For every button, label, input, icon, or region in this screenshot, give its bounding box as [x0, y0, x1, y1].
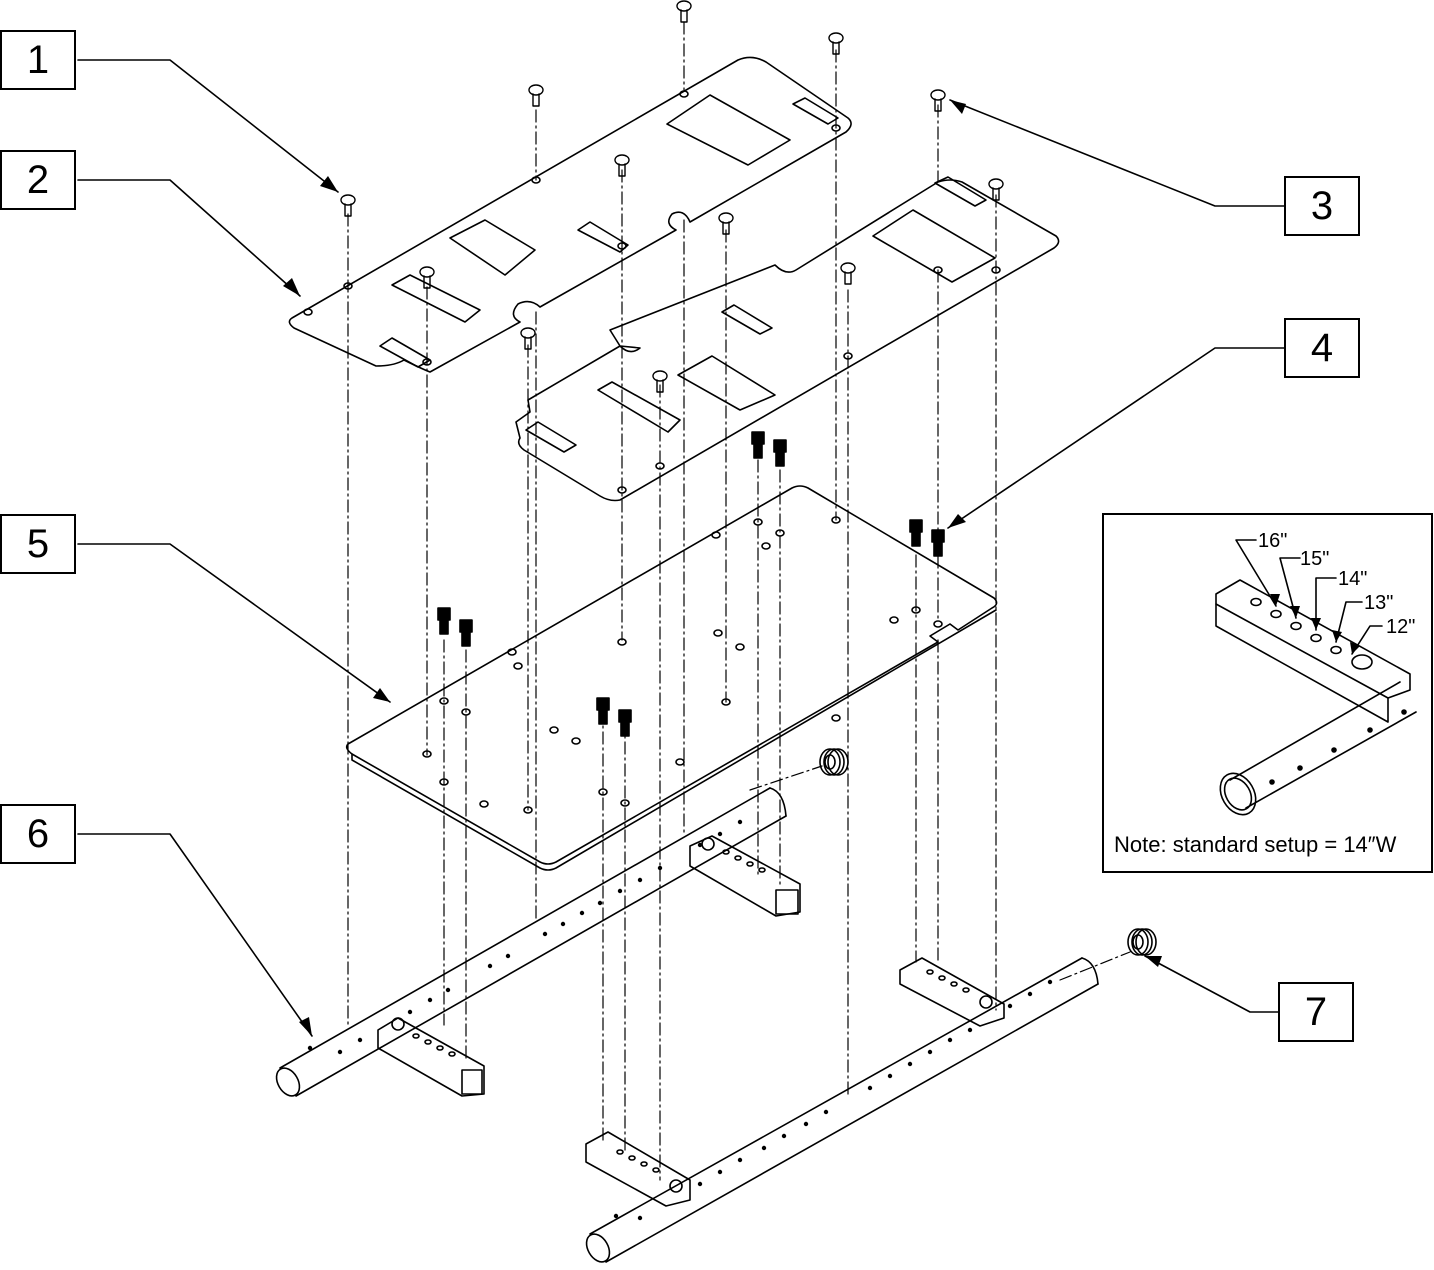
width-label-12: 12" — [1386, 616, 1416, 638]
leader-arrowheads — [283, 100, 1162, 1036]
tube-brackets — [377, 835, 1005, 1207]
upper-plate-left — [288, 56, 852, 373]
inset-detail-box — [1102, 513, 1433, 873]
width-label-14: 14" — [1338, 568, 1368, 590]
upper-plate-right — [515, 176, 1060, 502]
lower-tube-left — [275, 787, 787, 1097]
main-base-plate — [345, 485, 998, 871]
callout-3: 3 — [1284, 176, 1360, 236]
width-label-13: 13" — [1364, 592, 1394, 614]
end-caps — [819, 748, 1157, 956]
socket-bolts — [437, 431, 945, 737]
callout-7: 7 — [1278, 982, 1354, 1042]
inset-note: Note: standard setup = 14″W — [1114, 832, 1397, 857]
callout-1: 1 — [0, 30, 76, 90]
screws — [340, 0, 1004, 393]
lower-tube-right — [585, 957, 1099, 1263]
tube-holes — [307, 819, 1053, 1221]
callout-5: 5 — [0, 514, 76, 574]
callout-2: 2 — [0, 150, 76, 210]
alignment-lines — [347, 21, 1131, 1181]
base-plate-holes — [303, 90, 1001, 814]
bracket-holes — [412, 849, 970, 1173]
leader-lines — [77, 59, 1285, 1037]
callout-4: 4 — [1284, 318, 1360, 378]
width-label-15: 15" — [1300, 548, 1330, 570]
inset-detail-drawing — [1215, 539, 1417, 816]
callout-6: 6 — [0, 804, 76, 864]
width-label-16: 16" — [1258, 530, 1288, 552]
inset-arrowheads — [1270, 594, 1360, 654]
